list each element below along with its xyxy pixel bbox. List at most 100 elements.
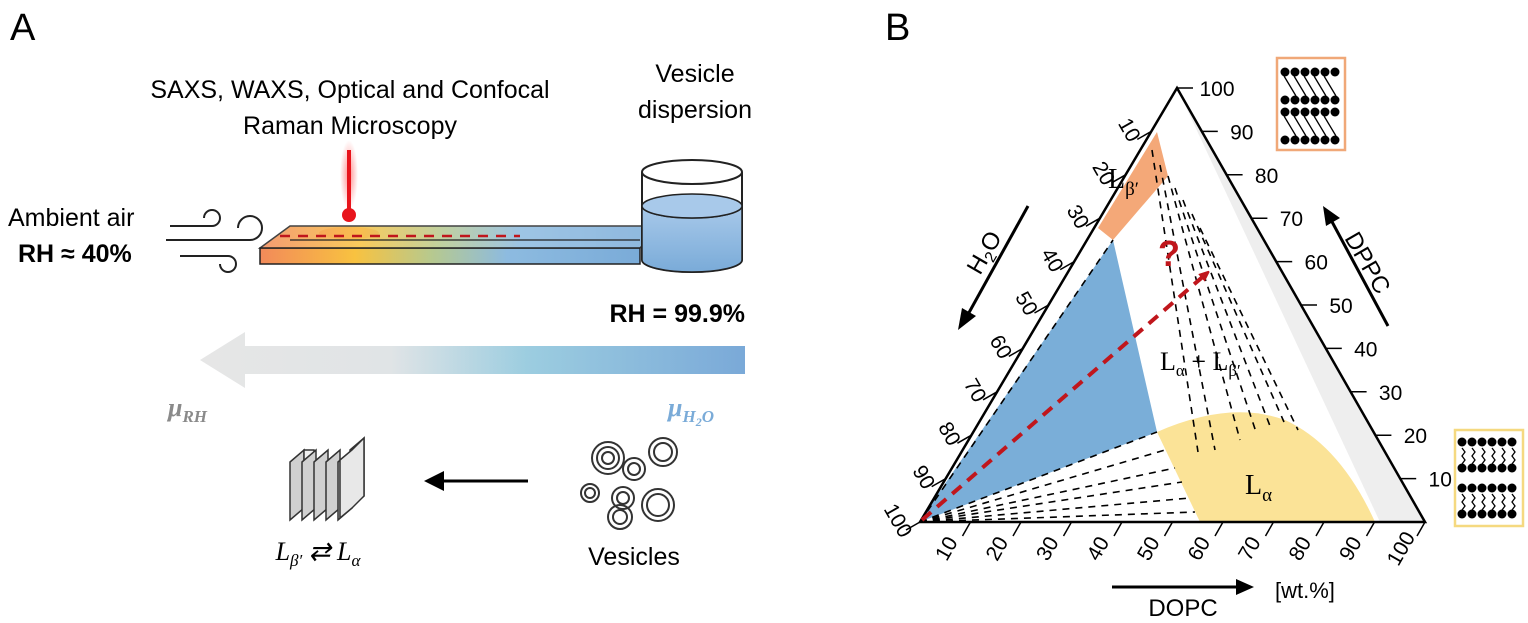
axis-tick-label: 100 <box>879 500 916 542</box>
phase-mixed-label: Lα + Lβ′ <box>1160 347 1241 380</box>
axis-tick-mark <box>1264 521 1275 537</box>
rh-right-label: RH = 99.9% <box>610 300 746 328</box>
region-lbeta <box>1098 132 1168 240</box>
tie-lines <box>919 149 1299 523</box>
lipid-head <box>1300 67 1310 77</box>
chemical-potential-arrow <box>200 332 745 388</box>
lipid-head <box>1320 135 1330 145</box>
axis-tick-label: 20 <box>1404 425 1427 448</box>
lipid-head <box>1320 67 1330 77</box>
panel-b-label: B <box>885 7 910 49</box>
lipid-head <box>1457 483 1467 493</box>
conversion-arrow <box>424 471 528 491</box>
axis-tick-label: 40 <box>1083 533 1115 565</box>
axis-tick-mark <box>1416 521 1426 537</box>
lipid-head <box>1507 437 1517 447</box>
wind-icon <box>166 209 263 273</box>
lipid-head <box>1457 463 1467 473</box>
lipid-head <box>1497 483 1507 493</box>
lipid-head <box>1320 95 1330 105</box>
vesicle-dispersion-line2: dispersion <box>638 96 752 124</box>
lipid-head <box>1310 107 1320 117</box>
axis-tick-label: 100 <box>1199 78 1234 101</box>
lipid-head <box>1477 483 1487 493</box>
lipid-head <box>1487 509 1497 519</box>
axis-tick-mark <box>1136 130 1152 141</box>
axis-tick-label: 90 <box>1230 121 1253 144</box>
axis-tick-mark <box>1113 521 1123 537</box>
ambient-air-label: Ambient air <box>8 204 134 232</box>
lipid-head <box>1330 107 1340 117</box>
lipid-head <box>1300 135 1310 145</box>
axis-tick-label: 60 <box>985 331 1017 363</box>
lipid-head <box>1497 509 1507 519</box>
lipid-head <box>1330 135 1340 145</box>
lipid-head <box>1487 437 1497 447</box>
axis-tick-mark <box>1085 217 1101 227</box>
axis-tick-mark <box>1012 521 1022 537</box>
phase-relation-label: Lβ′ ⇄ Lα <box>275 537 362 570</box>
fluid-bilayer-inset <box>1453 428 1525 528</box>
dopc-axis-label: DOPC <box>1148 595 1217 622</box>
lipid-head <box>1507 483 1517 493</box>
lipid-head <box>1310 95 1320 105</box>
lipid-head <box>1497 437 1507 447</box>
axis-tick-label: 30 <box>1062 201 1094 233</box>
vesicles-icon <box>580 437 678 530</box>
lipid-head <box>1487 463 1497 473</box>
lamellar-stack-icon <box>289 436 365 522</box>
axis-tick-label: 10 <box>1429 469 1452 492</box>
axis-tick-mark <box>931 477 947 488</box>
lipid-head <box>1477 437 1487 447</box>
trajectory-arrow <box>920 274 1206 522</box>
axis-tick-mark <box>1008 347 1024 358</box>
beaker-icon <box>641 159 743 273</box>
axis-tick-label: 100 <box>1383 528 1420 570</box>
lipid-head <box>1487 483 1497 493</box>
axis-tick-mark <box>1315 521 1325 537</box>
panel-a-label: A <box>10 7 36 49</box>
axis-tick-mark <box>1059 260 1075 271</box>
sample-channel <box>257 225 662 265</box>
units-label: [wt.%] <box>1275 578 1335 603</box>
axis-tick-mark <box>905 521 921 531</box>
lipid-head <box>1290 95 1300 105</box>
axis-tick-label: 50 <box>1010 288 1042 320</box>
gel-bilayer-inset <box>1275 56 1347 152</box>
lipid-head <box>1330 95 1340 105</box>
lipid-head <box>1320 107 1330 117</box>
lipid-head <box>1477 509 1487 519</box>
dopc-axis: DOPC [wt.%] <box>1112 578 1335 622</box>
axis-tick-label: 50 <box>1133 533 1165 565</box>
axis-tick-label: 70 <box>1280 208 1303 231</box>
mu-rh-label: μRH <box>166 393 208 426</box>
axis-tick-label: 50 <box>1329 295 1352 318</box>
lipid-head <box>1457 437 1467 447</box>
axis-tick-label: 20 <box>982 533 1014 565</box>
lipid-head <box>1280 135 1290 145</box>
axis-tick-label: 70 <box>1234 533 1266 565</box>
probe-text-line2: Raman Microscopy <box>243 112 457 140</box>
axis-tick-label: 30 <box>1379 382 1402 405</box>
lipid-head <box>1280 95 1290 105</box>
lipid-head <box>1290 107 1300 117</box>
axis-tick-mark <box>1111 174 1126 184</box>
axis-tick-mark <box>1062 521 1073 537</box>
axis-tick-label: 40 <box>1354 338 1377 361</box>
lipid-head <box>1310 67 1320 77</box>
axis-tick-label: 90 <box>908 461 940 493</box>
lipid-head <box>1280 107 1290 117</box>
lipid-head <box>1300 107 1310 117</box>
lipid-head <box>1467 483 1477 493</box>
dppc-axis-label: DPPC <box>1339 228 1396 299</box>
axis-tick-label: 30 <box>1032 533 1064 565</box>
lipid-head <box>1507 463 1517 473</box>
axis-tick-label: 80 <box>933 418 965 450</box>
region-lalpha <box>1157 412 1375 522</box>
axis-tick-label: 80 <box>1285 533 1317 565</box>
lipid-head <box>1290 67 1300 77</box>
probe-text-line1: SAXS, WAXS, Optical and Confocal <box>150 76 549 104</box>
